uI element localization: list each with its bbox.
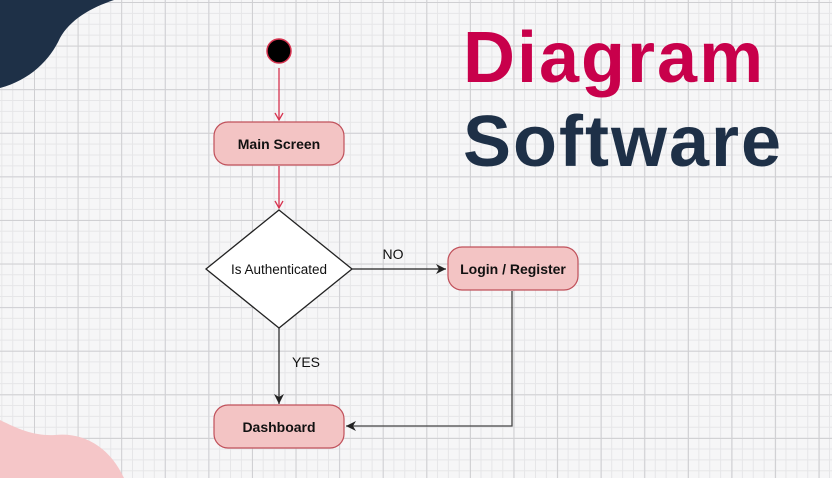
navy-blob-decoration <box>0 0 114 88</box>
node-dashboard[interactable] <box>213 404 345 449</box>
node-dashboard-label: Dashboard <box>242 419 315 435</box>
title-diagram: Diagram <box>463 18 766 98</box>
edge-label-yes: YES <box>292 354 320 370</box>
title-software: Software <box>463 102 784 182</box>
start-node[interactable] <box>266 38 292 64</box>
edge-login-dashboard <box>346 291 513 431</box>
edge-label-no: NO <box>383 246 404 262</box>
node-main-screen[interactable] <box>213 121 345 166</box>
node-decision-label: Is Authenticated <box>231 262 327 277</box>
node-main-screen-label: Main Screen <box>238 136 320 152</box>
node-login-register[interactable] <box>447 246 579 291</box>
node-login-register-label: Login / Register <box>460 261 566 277</box>
pink-blob-decoration <box>0 420 124 478</box>
node-decision[interactable] <box>204 209 354 329</box>
